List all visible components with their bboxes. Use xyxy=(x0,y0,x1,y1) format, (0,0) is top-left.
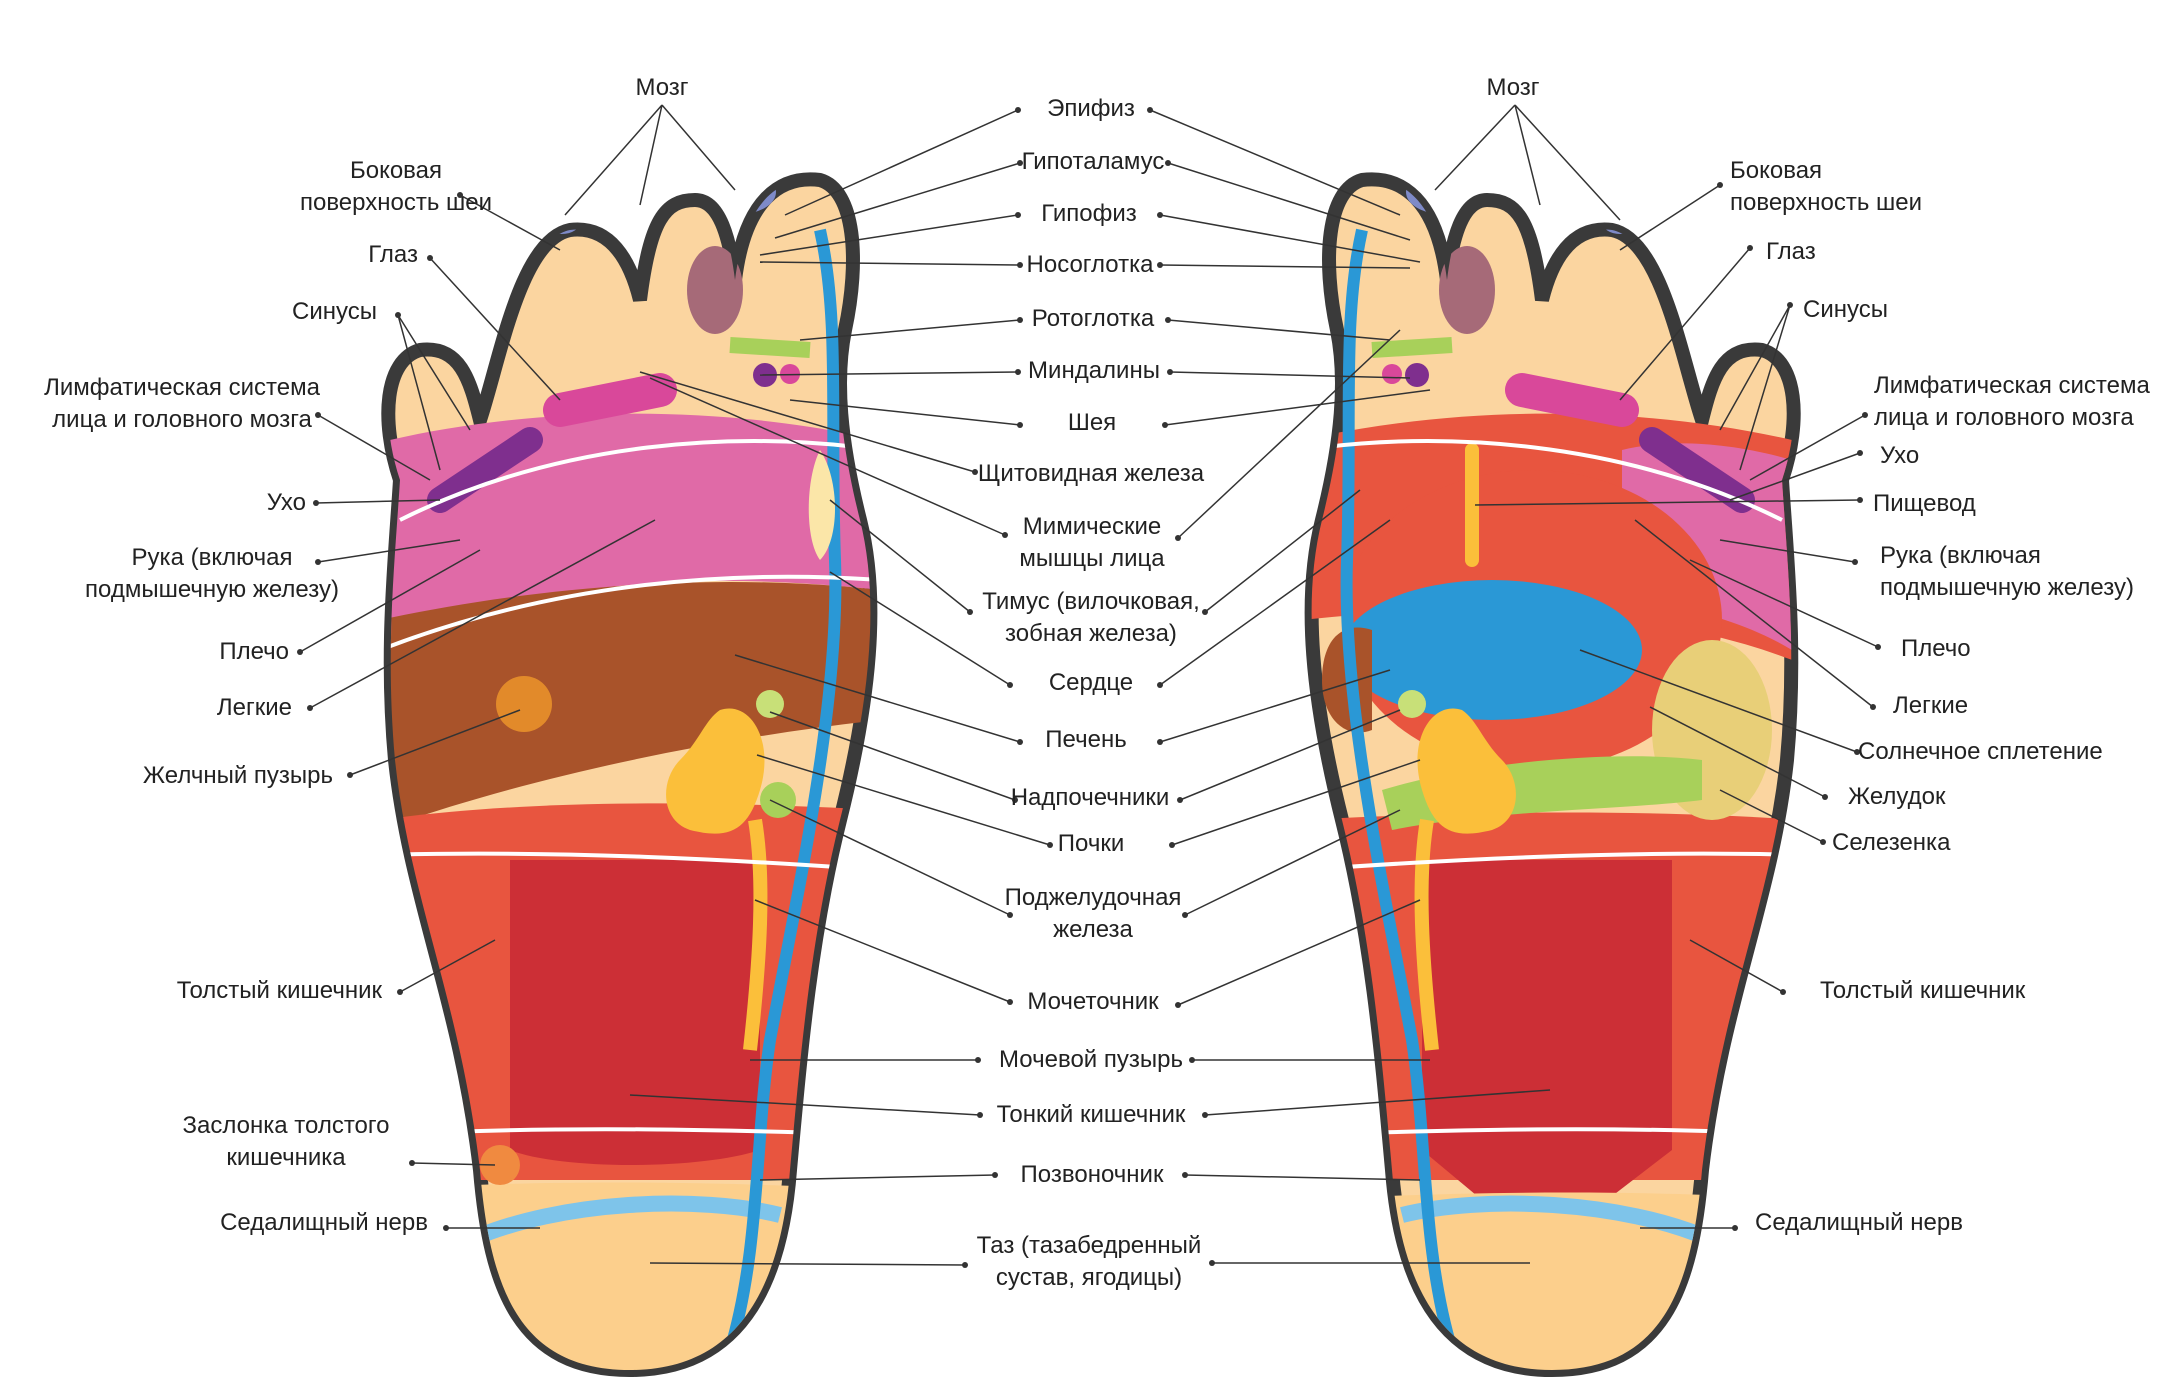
label-pineal: Эпифиз xyxy=(1047,93,1135,125)
label-thyroid: Щитовидная железа xyxy=(978,458,1204,490)
label-left-sciatic: Седалищный нерв xyxy=(220,1207,428,1239)
label-right-brain: Мозг xyxy=(1486,72,1539,104)
label-oropharynx: Ротоглотка xyxy=(1032,303,1155,335)
label-pelvis: Таз (тазабедренный сустав, ягодицы) xyxy=(977,1230,1202,1294)
right-adrenal xyxy=(1398,690,1426,718)
label-left-ear: Ухо xyxy=(267,487,306,519)
left-pancreas xyxy=(760,782,796,818)
label-left-brain: Мозг xyxy=(635,72,688,104)
label-left-ileocecal: Заслонка толстого кишечника xyxy=(183,1110,390,1174)
label-right-neck-side: Боковая поверхность шеи xyxy=(1730,155,1922,219)
label-left-sinuses: Синусы xyxy=(292,296,377,328)
label-heart: Сердце xyxy=(1049,667,1133,699)
label-left-neck-side: Боковая поверхность шеи xyxy=(300,155,492,219)
label-liver: Печень xyxy=(1045,724,1126,756)
label-left-shoulder: Плечо xyxy=(219,636,289,668)
label-right-arm: Рука (включая подмышечную железу) xyxy=(1880,540,2134,604)
right-tonsil-dot1 xyxy=(1405,363,1429,387)
label-right-shoulder: Плечо xyxy=(1901,633,1971,665)
label-left-lymph: Лимфатическая система лица и головного м… xyxy=(44,372,320,436)
right-pelvis-zone xyxy=(1302,1193,1802,1380)
label-ureter: Мочеточник xyxy=(1027,986,1158,1018)
left-adrenal xyxy=(756,690,784,718)
label-left-gallbladder: Желчный пузырь xyxy=(143,760,333,792)
label-spine: Позвоночник xyxy=(1021,1159,1164,1191)
label-tonsils: Миндалины xyxy=(1028,355,1160,387)
label-neck: Шея xyxy=(1068,407,1116,439)
label-right-eye: Глаз xyxy=(1766,236,1816,268)
left-neck-bar xyxy=(560,390,660,410)
label-kidneys: Почки xyxy=(1058,828,1124,860)
right-tonsil-dot2 xyxy=(1382,364,1402,384)
label-pancreas: Поджелудочная железа xyxy=(1005,882,1182,946)
right-solar-plexus xyxy=(1342,580,1642,720)
label-right-sciatic: Седалищный нерв xyxy=(1755,1207,1963,1239)
label-right-stomach: Желудок xyxy=(1848,781,1945,813)
label-left-colon: Толстый кишечник xyxy=(177,975,382,1007)
left-tonsil-band xyxy=(730,345,810,350)
label-right-esophagus: Пищевод xyxy=(1873,488,1976,520)
label-small-intestine: Тонкий кишечник xyxy=(997,1099,1186,1131)
label-right-spleen: Селезенка xyxy=(1832,827,1950,859)
label-hypothalamus: Гипоталамус xyxy=(1022,146,1165,178)
label-adrenals: Надпочечники xyxy=(1011,782,1170,814)
left-foot xyxy=(380,170,880,1380)
label-right-solar-plexus: Солнечное сплетение xyxy=(1858,736,2103,768)
left-gallbladder-dot xyxy=(496,676,552,732)
label-right-ear: Ухо xyxy=(1880,440,1919,472)
right-neck-bar xyxy=(1522,390,1622,410)
label-right-lungs: Легкие xyxy=(1893,690,1968,722)
label-bladder: Мочевой пузырь xyxy=(999,1044,1183,1076)
label-left-lungs: Легкие xyxy=(217,692,292,724)
label-nasopharynx: Носоглотка xyxy=(1027,249,1154,281)
label-left-arm: Рука (включая подмышечную железу) xyxy=(85,542,339,606)
label-left-eye: Глаз xyxy=(368,239,418,271)
label-right-colon: Толстый кишечник xyxy=(1820,975,2025,1007)
left-small-intestine-zone xyxy=(510,860,760,1165)
label-right-lymph: Лимфатическая система лица и головного м… xyxy=(1874,370,2150,434)
label-facial-muscles: Мимические мышцы лица xyxy=(1019,511,1164,575)
label-pituitary: Гипофиз xyxy=(1041,198,1137,230)
label-right-sinuses: Синусы xyxy=(1803,294,1888,326)
label-thymus: Тимус (вилочковая, зобная железа) xyxy=(982,586,1200,650)
